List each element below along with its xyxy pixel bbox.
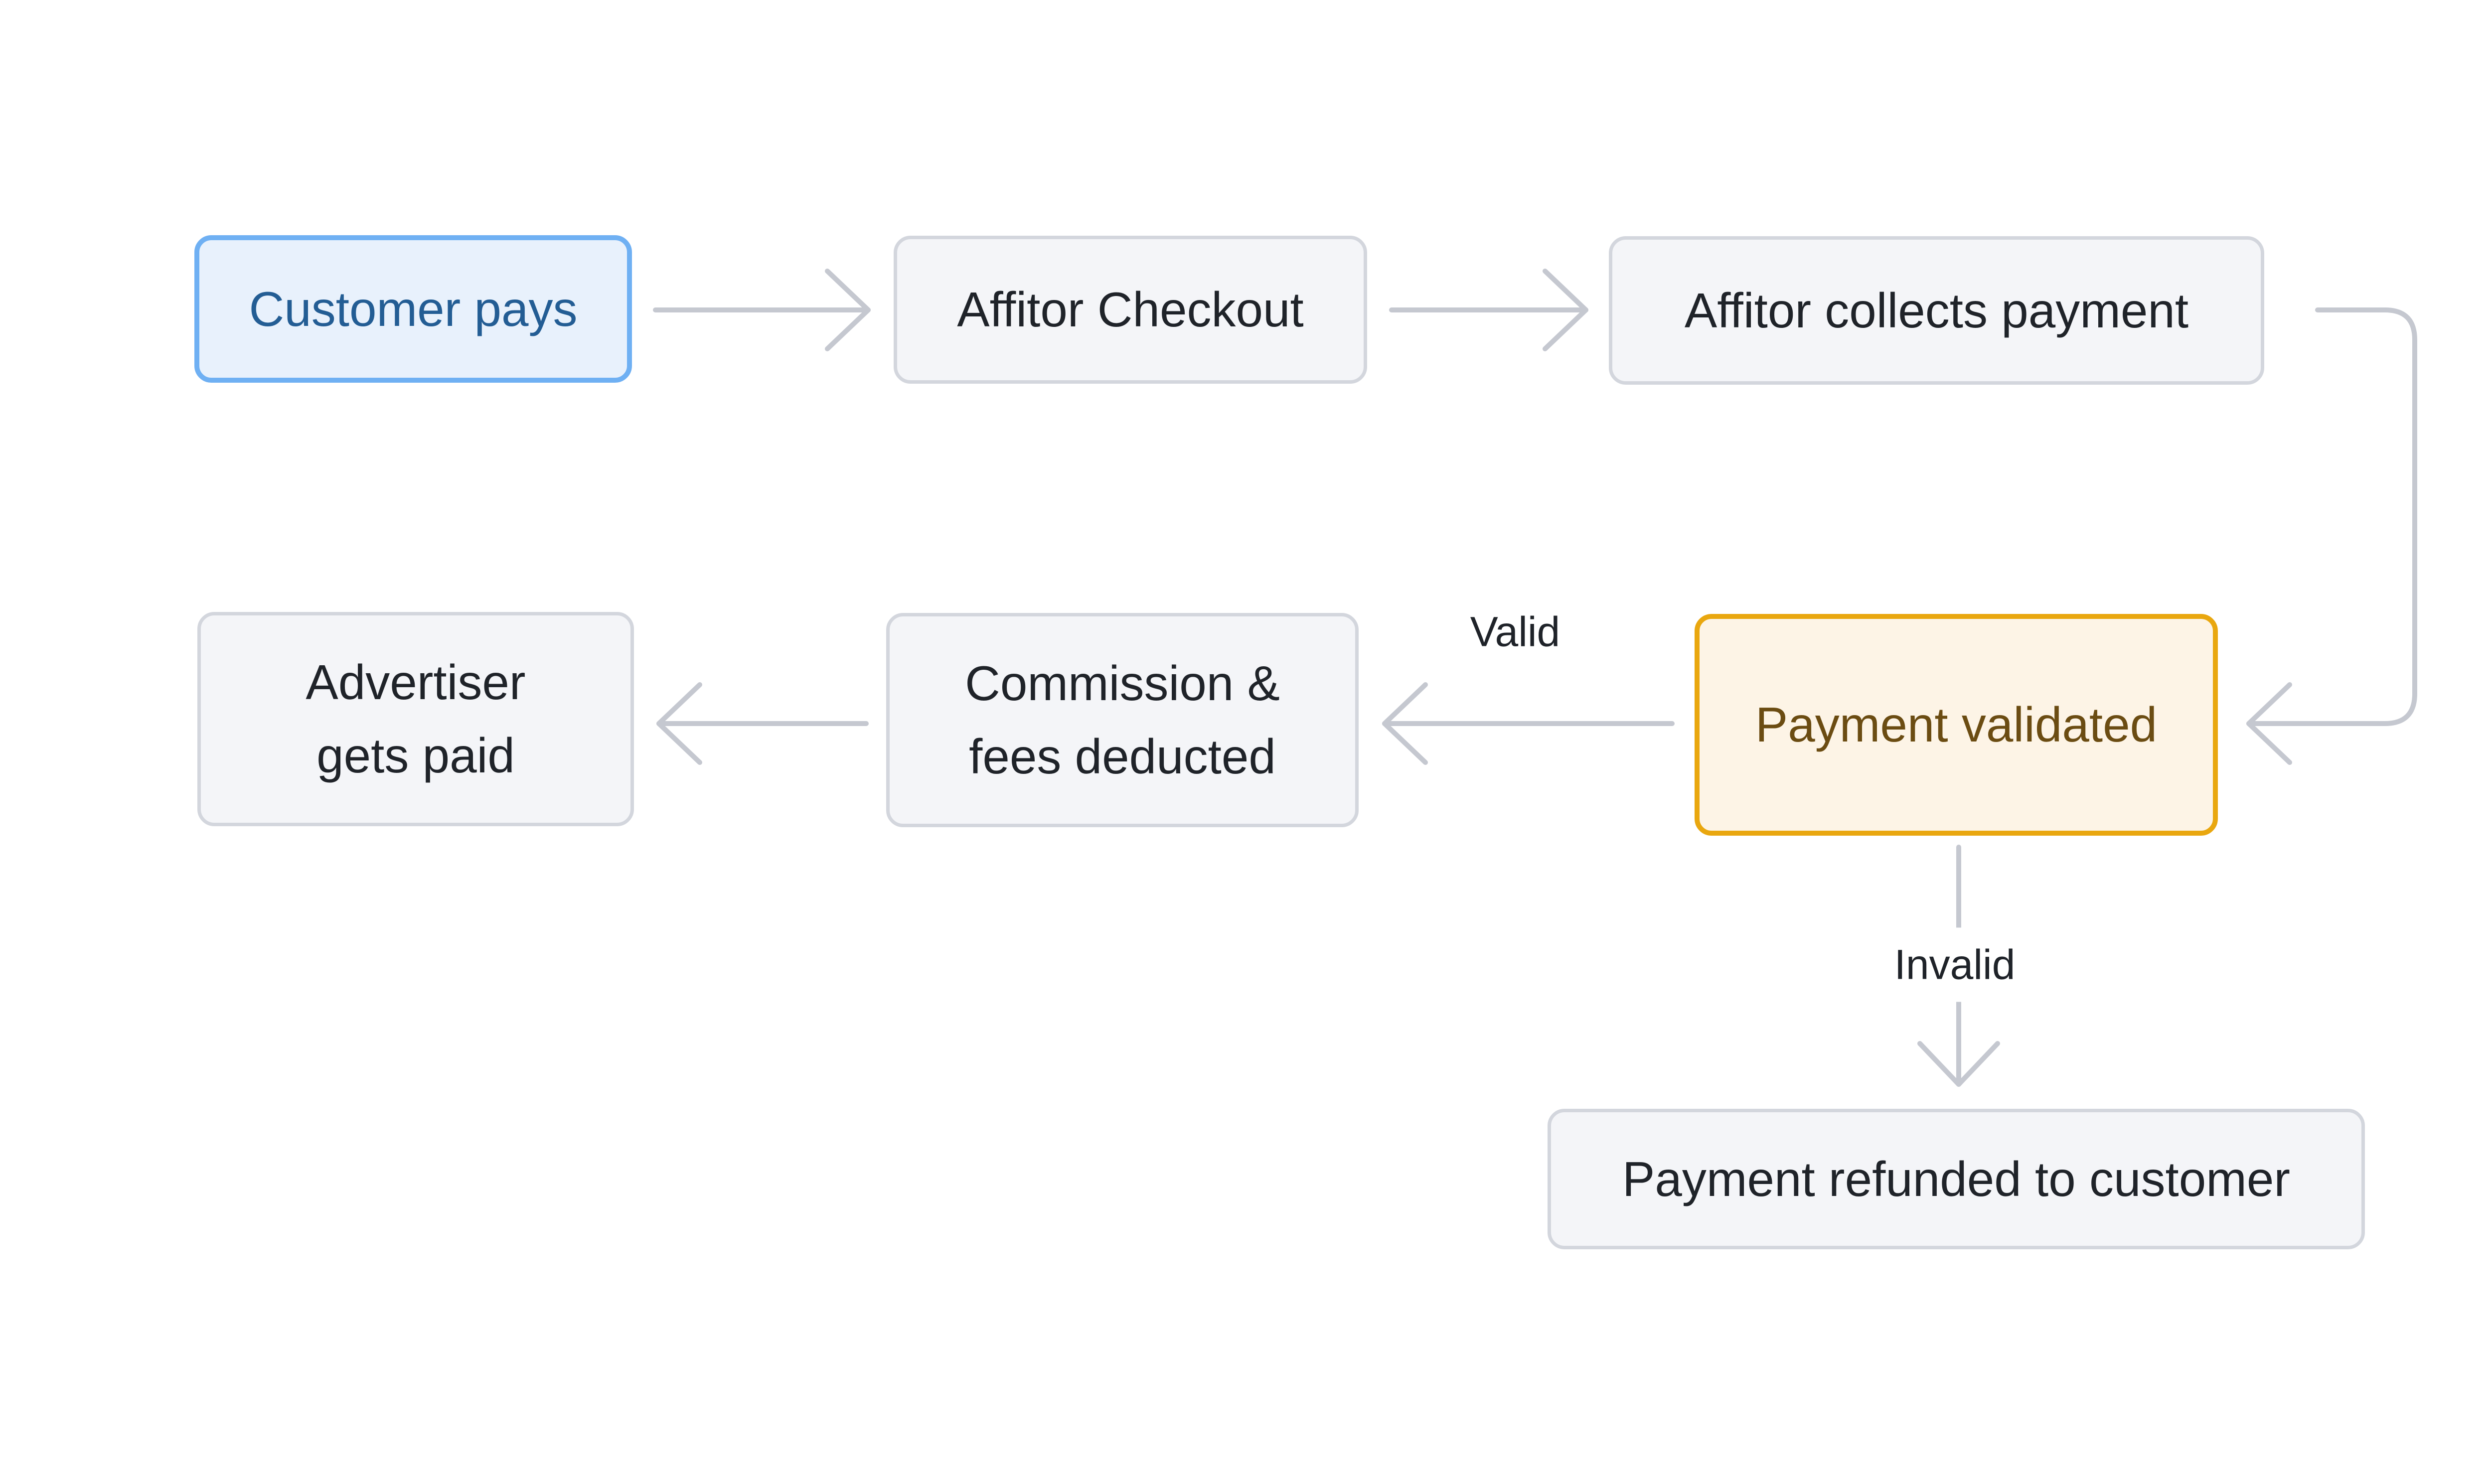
node-commission-fees-deducted: Commission & fees deducted	[886, 613, 1359, 827]
edge-label-invalid: Invalid	[1877, 927, 2032, 1002]
node-advertiser-gets-paid: Advertiser gets paid	[197, 612, 634, 826]
edge-checkout-to-collects-arrowhead-icon	[1543, 269, 1588, 351]
node-customer-pays: Customer pays	[194, 235, 632, 383]
edge-commission-to-advertiser-arrowhead-icon	[656, 682, 702, 765]
edge-validated-to-refunded-arrowhead-icon	[1917, 1041, 2000, 1087]
node-payment-refunded: Payment refunded to customer	[1548, 1109, 2365, 1249]
edge-customer-to-checkout-arrowhead-icon	[825, 269, 871, 351]
node-affitor-collects-payment: Affitor collects payment	[1609, 236, 2264, 385]
edge-label-valid: Valid	[1470, 608, 1560, 655]
edge-collects-to-validated-line	[2246, 307, 2417, 726]
node-payment-validated: Payment validated	[1695, 614, 2218, 836]
node-affitor-checkout: Affitor Checkout	[894, 236, 1367, 384]
edge-validated-to-commission-arrowhead-icon	[1382, 682, 1428, 765]
edge-collects-to-validated-arrowhead-icon	[2246, 682, 2292, 765]
